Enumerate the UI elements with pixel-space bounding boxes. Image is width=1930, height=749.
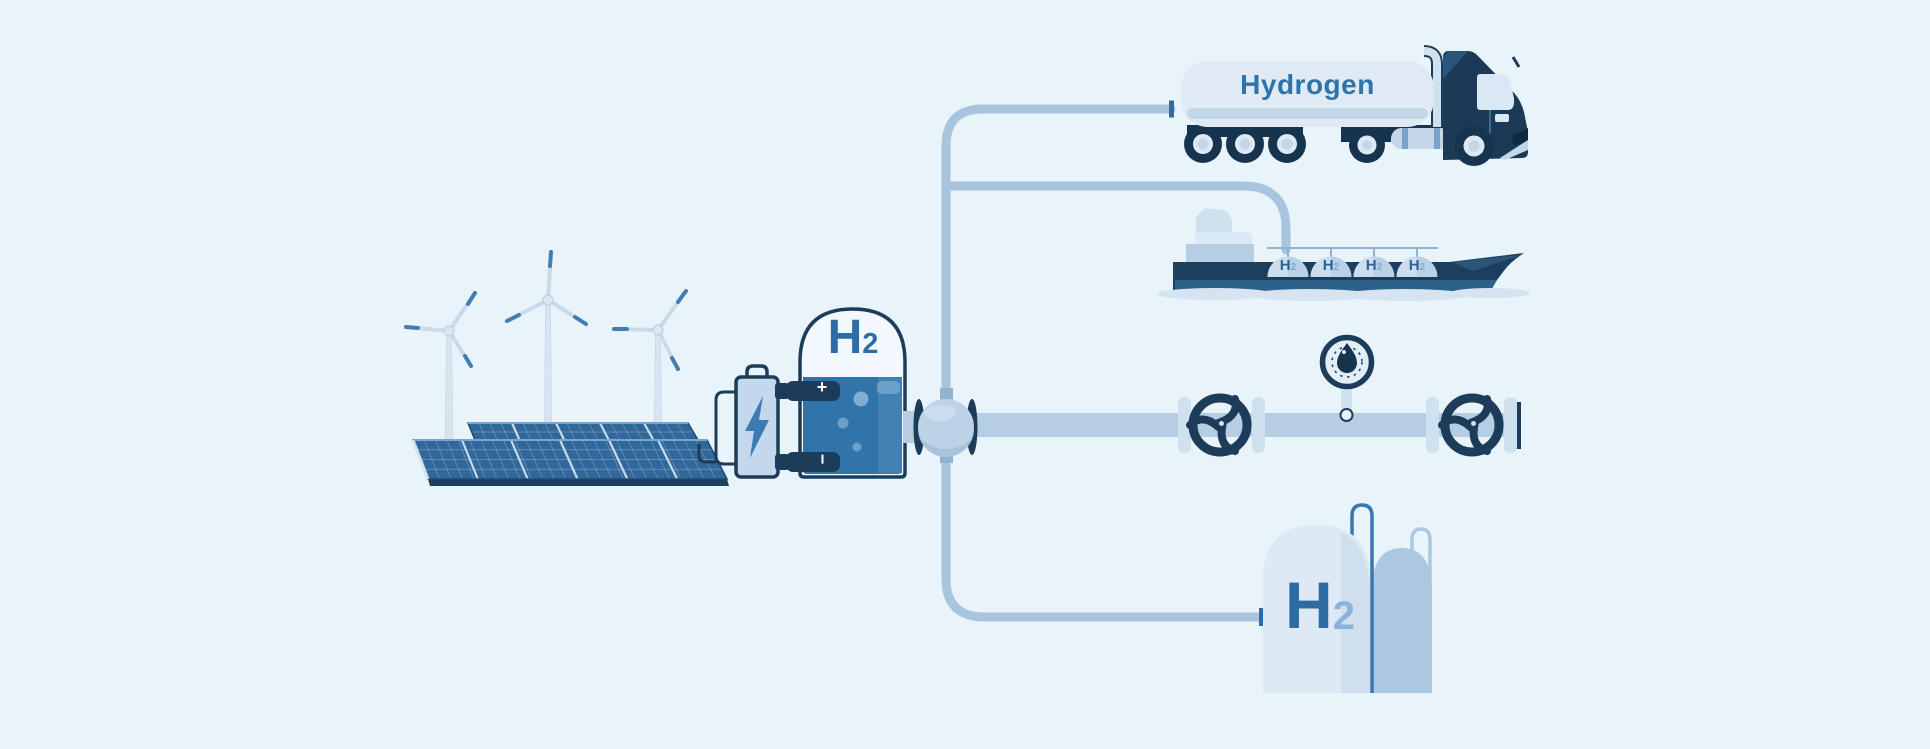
negative-electrode bbox=[786, 452, 840, 472]
power-wire bbox=[697, 390, 737, 466]
pipe-to-ship bbox=[941, 181, 1291, 255]
storage-pipe-connector bbox=[1259, 608, 1264, 626]
gauge-needle bbox=[1337, 343, 1357, 373]
cab-window bbox=[1477, 74, 1515, 110]
pressure-gauge-icon bbox=[1319, 334, 1375, 422]
truck-pipe-connector bbox=[1169, 100, 1174, 118]
electrolyzer-tank-icon bbox=[786, 307, 907, 479]
battery-icon bbox=[734, 364, 789, 479]
waves bbox=[1157, 288, 1530, 301]
pipe-hub-icon bbox=[903, 388, 978, 463]
valve-icon bbox=[1437, 393, 1504, 457]
bubble bbox=[852, 442, 862, 452]
pipeline bbox=[960, 397, 1521, 453]
hydrogen-truck-icon bbox=[1181, 45, 1528, 166]
lightning-bolt-icon bbox=[745, 396, 769, 458]
valve-icon bbox=[1185, 393, 1252, 457]
pipe-to-storage bbox=[941, 445, 1265, 622]
pipe-flange bbox=[1426, 397, 1439, 453]
electrolyte-liquid bbox=[803, 377, 902, 474]
bubble bbox=[853, 391, 869, 407]
ship-h2-tanks bbox=[1267, 256, 1438, 277]
wind-turbines-icon bbox=[404, 250, 688, 471]
pipe-to-truck bbox=[941, 104, 1176, 407]
solar-panels-icon bbox=[411, 422, 729, 486]
hydrogen-ship-icon bbox=[1157, 208, 1530, 301]
pipe-flange bbox=[1504, 397, 1517, 453]
truck-wheels bbox=[1184, 125, 1385, 163]
bubble bbox=[837, 417, 849, 429]
positive-electrode bbox=[786, 381, 840, 401]
distribution-pipes bbox=[941, 104, 1291, 622]
storage-tanks-icon bbox=[1263, 503, 1432, 693]
pipe-flange bbox=[1178, 397, 1191, 453]
truck-fuel-cylinder bbox=[1391, 128, 1451, 149]
pipe-flange bbox=[1252, 397, 1265, 453]
storage-tank-rear bbox=[1372, 548, 1432, 693]
